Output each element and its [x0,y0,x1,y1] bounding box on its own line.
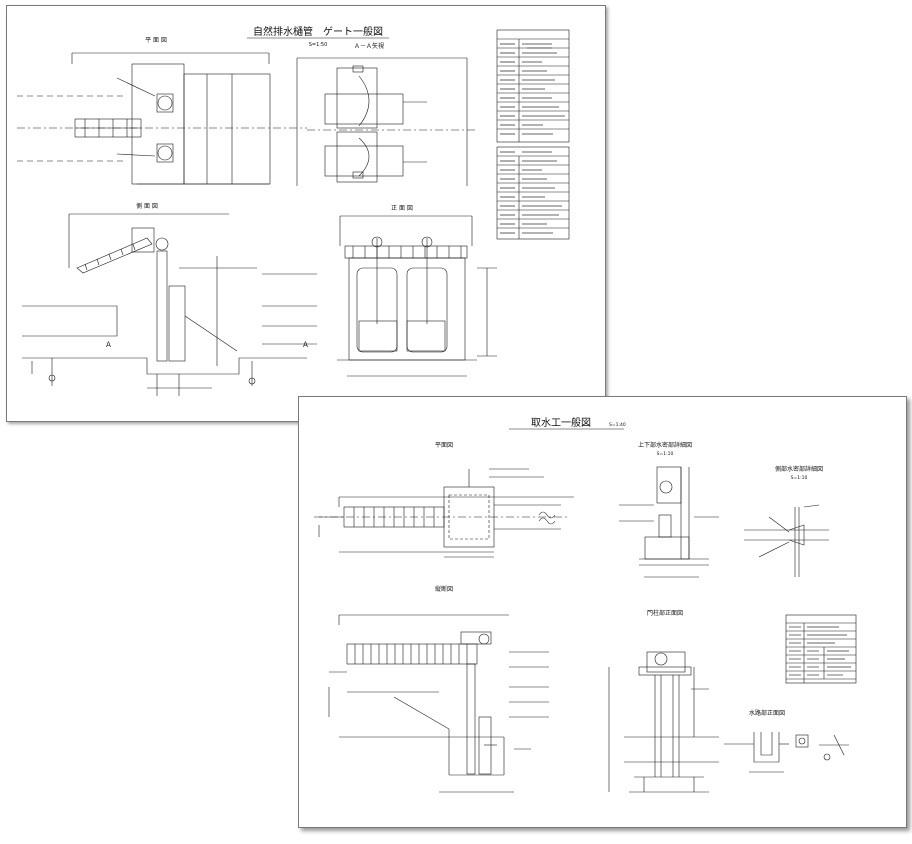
sheet-b-scale: S=1:40 [609,422,626,428]
spec-table-1 [496,29,570,143]
seal-top-bottom-label: 上下部水密部詳細図 [638,441,692,449]
drawing-sheet-intake: 取水工一般図 S=1:40 平面図 縦断図 上下部水密部詳細図 S=1:10 側… [298,396,907,828]
sheet-b-title: 取水工一般図 [531,416,591,429]
channel-front-view [724,732,849,773]
sheet-a-scale: S=1:50 [309,42,328,48]
gate-frame-front-label: 門柱部正面図 [647,609,683,617]
seal-detail-top-bottom [619,466,719,578]
section-view [328,614,549,793]
sheet-a-title: 自然排水樋管 ゲート一般図 [253,25,383,38]
plan-view-b-label: 平面図 [435,442,453,449]
seal-side-scale: S=1:10 [791,475,808,481]
seal-detail-side [744,504,829,577]
front-view-label: 正 面 図 [391,205,413,212]
side-view [22,213,317,396]
spec-table-2 [496,146,570,240]
section-view-label: 縦断図 [435,585,453,593]
spec-table-b [785,614,857,684]
drawing-sheet-gate: 自然排水樋管 ゲート一般図 S=1:50 平 面 図 Ａ－Ａ矢視 側 面 図 正… [6,5,606,422]
gate-frame-front-view [608,651,719,793]
plan-view-a [17,52,307,185]
plan-view-label: 平 面 図 [145,37,167,44]
section-aa-label: Ａ－Ａ矢視 [354,42,384,50]
seal-top-bottom-scale: S=1:10 [657,451,674,457]
section-aa-view [296,57,477,186]
side-view-label: 側 面 図 [136,202,158,210]
section-mark-left: Ａ [105,341,112,349]
plan-view-b [314,468,574,558]
section-mark-right: Ａ [302,341,309,349]
seal-side-label: 側部水密部詳細図 [775,465,823,473]
channel-front-label: 水路部正面図 [749,709,785,717]
gate-drawing-canvas: 自然排水樋管 ゲート一般図 S=1:50 平 面 図 Ａ－Ａ矢視 側 面 図 正… [17,25,570,396]
intake-drawing-canvas: 取水工一般図 S=1:40 平面図 縦断図 上下部水密部詳細図 S=1:10 側… [314,416,857,793]
front-view [337,215,497,377]
